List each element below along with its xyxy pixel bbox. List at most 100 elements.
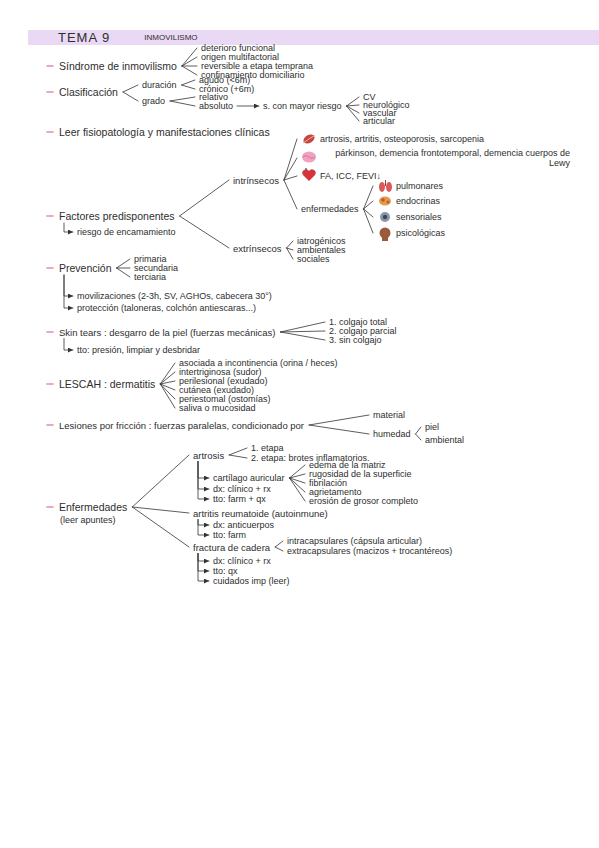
arrow-connector <box>237 106 259 107</box>
senses-icon <box>380 212 390 222</box>
node-text: cartílago auricular <box>213 473 285 483</box>
item: 1. etapa <box>250 443 285 453</box>
node-subtext: INMOVILISMO <box>144 30 197 45</box>
node-text: Factores predisponentes <box>59 210 175 222</box>
head-icon <box>380 228 391 242</box>
arrow-connector <box>64 223 73 232</box>
node-text: relativo <box>199 92 228 102</box>
node-text: párkinson, demencia frontotemporal, deme… <box>320 148 570 168</box>
node-text: fibrilación <box>309 478 347 488</box>
node-text: terciaria <box>134 272 166 282</box>
node-text: dx: clínico + rx <box>213 556 271 566</box>
bracket-line <box>275 547 283 551</box>
node-text: 3. sin colgajo <box>329 335 382 345</box>
item: psicológicas <box>376 228 446 238</box>
item: articular <box>362 116 396 126</box>
note: tto: farm + qx <box>212 494 267 504</box>
node-text: pulmonares <box>396 181 443 191</box>
heading: Leer fisiopatología y manifestaciones cl… <box>58 126 271 138</box>
node-text: intertriginosa (sudor) <box>179 367 262 377</box>
bracket-line <box>309 425 369 434</box>
bracket-line <box>229 448 247 455</box>
note: riesgo de encamamiento <box>76 227 177 237</box>
node-text: protección (taloneras, colchón antiescar… <box>77 303 256 313</box>
item: primaria <box>133 254 168 264</box>
bracket-line <box>309 415 369 425</box>
title-band: TEMA 9 INMOVILISMO <box>28 30 599 45</box>
item: artrosis, artritis, osteoporosis, sarcop… <box>300 134 485 144</box>
node-text: asociada a incontinencia (orina / heces) <box>179 358 338 368</box>
item: saliva o mucosidad <box>178 403 257 413</box>
note: protección (taloneras, colchón antiescar… <box>76 303 257 313</box>
bracket-line <box>287 241 293 248</box>
node-text: perilesional (exudado) <box>179 376 268 386</box>
brain-icon <box>302 152 316 163</box>
arrow-connector <box>64 275 73 296</box>
node-text: Skin tears : desgarro de la piel (fuerza… <box>59 327 276 338</box>
node-text: riesgo de encamamiento <box>77 227 176 237</box>
node-text: tto: presión, limpiar y desbridar <box>77 345 200 355</box>
item: erosión de grosor completo <box>308 496 419 506</box>
node-text: absoluto <box>199 101 233 111</box>
node-text: endocrinas <box>396 196 440 206</box>
item: rugosidad de la superficie <box>308 469 413 479</box>
lungs-icon <box>379 180 392 192</box>
node-text: edema de la matriz <box>309 460 386 470</box>
item: relativo <box>198 92 229 102</box>
node-text: agudo (<6m) <box>199 75 250 85</box>
note: tto: qx <box>212 566 239 576</box>
heading-dash <box>47 506 53 508</box>
node-text: psicológicas <box>396 228 445 238</box>
node-text: sociales <box>297 254 330 264</box>
bracket-line <box>182 48 197 66</box>
heading-dash <box>47 65 53 67</box>
node-text: tto: farm <box>213 530 246 540</box>
arrow-connector <box>198 462 209 500</box>
subheading: extrínsecos <box>232 243 283 254</box>
bracket-line <box>281 331 326 332</box>
item: s. con mayor riesgo <box>262 101 343 111</box>
bracket-line <box>160 372 175 384</box>
bracket-line <box>123 92 138 101</box>
item: origen multifactorial <box>200 52 280 62</box>
item: agudo (<6m) <box>198 75 251 85</box>
note: movilizaciones (2-3h, SV, AGHOs, cabecer… <box>76 291 273 301</box>
node-text: duración <box>142 80 177 90</box>
item: material <box>372 410 406 420</box>
node-text: saliva o mucosidad <box>179 403 256 413</box>
node-text: material <box>373 410 405 420</box>
bracket-line <box>347 97 359 106</box>
note: cuidados imp (leer) <box>212 576 291 586</box>
node-text: Lesiones por fricción : fuerzas paralela… <box>59 420 304 431</box>
node-text: intrínsecos <box>233 175 279 186</box>
note: cartílago auricular <box>212 473 286 483</box>
item: duración <box>141 80 178 90</box>
bracket-line <box>290 478 305 501</box>
node-text: TEMA 9 <box>58 30 110 45</box>
heading-dash <box>47 331 53 333</box>
note: dx: clínico + rx <box>212 556 272 566</box>
bracket-line <box>347 106 359 121</box>
node-text: grado <box>142 96 165 106</box>
bracket-line <box>123 85 138 92</box>
node-text: cutánea (exudado) <box>179 385 254 395</box>
heading: Skin tears : desgarro de la piel (fuerza… <box>58 327 277 338</box>
arrow-connector <box>198 554 209 572</box>
bracket-line <box>132 455 189 507</box>
arrow-connector <box>198 554 209 562</box>
heading-dash <box>47 215 53 217</box>
item: ambiental <box>424 435 465 445</box>
item: intertriginosa (sudor) <box>178 367 263 377</box>
item: secundaria <box>133 263 179 273</box>
node-text: agrietamento <box>309 487 362 497</box>
node-text: enfermedades <box>301 204 359 214</box>
item: extracapsulares (macizos + trocantéreos) <box>286 546 453 556</box>
bracket-line <box>416 427 421 434</box>
bracket-line <box>281 322 326 332</box>
heading: Enfermedades <box>58 501 128 513</box>
heading-dash <box>47 267 53 269</box>
item: sensoriales <box>376 212 443 222</box>
endocrine-icon <box>379 197 391 206</box>
item: piel <box>424 422 440 432</box>
